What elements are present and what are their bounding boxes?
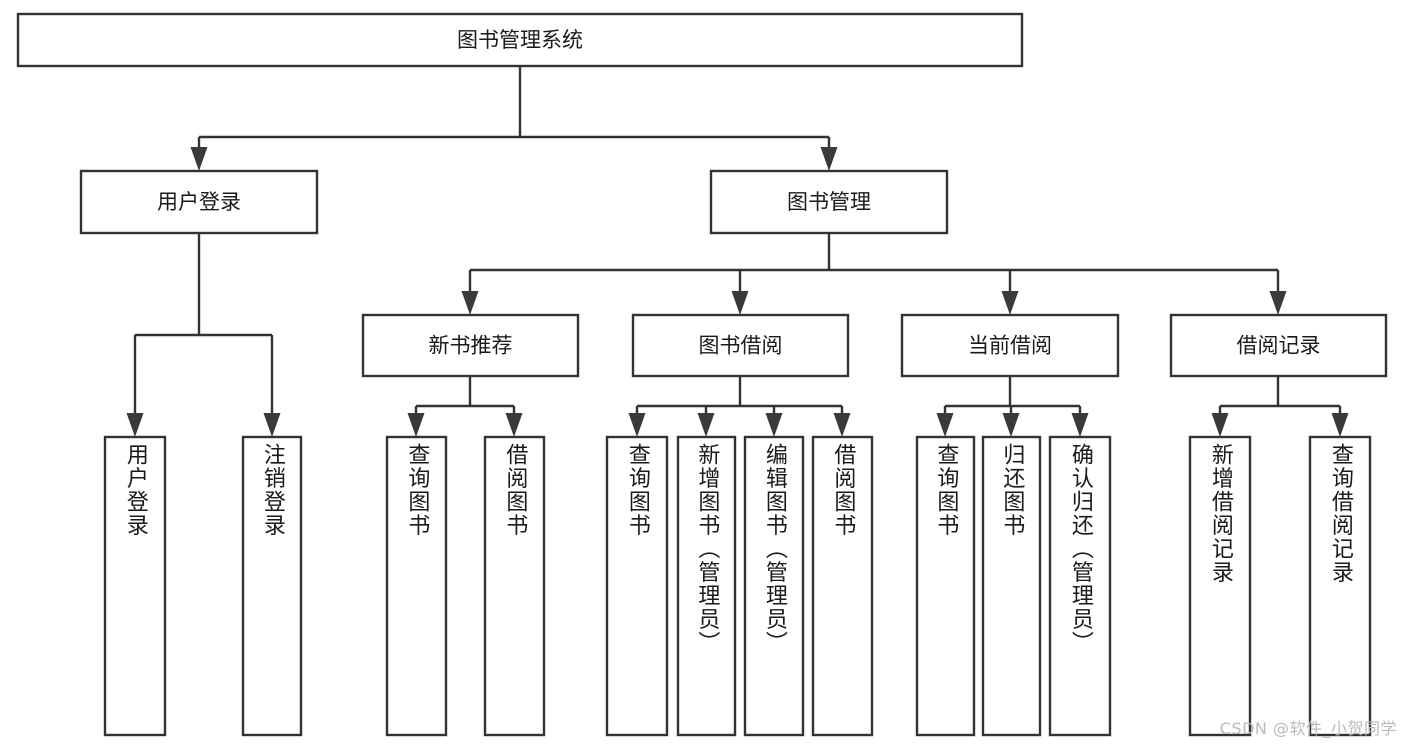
node-root-label: 图书管理系统 <box>457 28 583 52</box>
arrow-head-icon <box>697 413 715 437</box>
arrow-head-icon <box>263 413 281 437</box>
node-level3-box-3[interactable] <box>1169 313 1388 378</box>
arrow-head-icon <box>1002 413 1020 437</box>
node-leaf-box-0[interactable] <box>103 435 167 737</box>
node-leaf-box-1[interactable] <box>241 435 303 737</box>
arrow-head-icon <box>1331 413 1349 437</box>
node-level3-label-3: 借阅记录 <box>1237 334 1321 358</box>
node-level3-label-0: 新书推荐 <box>429 334 513 358</box>
node-leaf-box-9[interactable] <box>981 435 1042 737</box>
arrow-head-icon <box>628 413 646 437</box>
node-leaf-box-4[interactable] <box>605 435 669 737</box>
connector-layer <box>126 66 1349 437</box>
arrow-head-icon <box>1001 291 1019 315</box>
node-level2-label-0: 用户登录 <box>157 190 241 214</box>
node-leaf-box-10[interactable] <box>1048 435 1112 737</box>
watermark-text: CSDN @软件_小贺同学 <box>1219 719 1397 738</box>
arrow-head-icon <box>820 147 838 171</box>
node-leaf-box-11[interactable] <box>1188 435 1252 737</box>
node-leaf-box-2[interactable] <box>385 435 448 737</box>
node-level2-box-0[interactable] <box>79 169 319 235</box>
arrow-head-icon <box>1269 291 1287 315</box>
arrow-head-icon <box>765 413 783 437</box>
arrow-head-icon <box>833 413 851 437</box>
arrow-head-icon <box>505 413 523 437</box>
node-leaf-box-8[interactable] <box>915 435 976 737</box>
node-level2-label-1: 图书管理 <box>787 190 871 214</box>
arrow-head-icon <box>461 291 479 315</box>
node-leaf-box-12[interactable] <box>1308 435 1372 737</box>
node-leaf-box-7[interactable] <box>811 435 874 737</box>
node-level3-box-0[interactable] <box>361 313 580 378</box>
arrow-head-icon <box>1211 413 1229 437</box>
arrow-head-icon <box>190 147 208 171</box>
arrow-head-icon <box>1071 413 1089 437</box>
node-leaf-box-5[interactable] <box>676 435 737 737</box>
arrow-head-icon <box>407 413 425 437</box>
node-level3-label-2: 当前借阅 <box>968 334 1052 358</box>
arrow-head-icon <box>731 291 749 315</box>
node-leaf-box-3[interactable] <box>483 435 546 737</box>
node-level2-box-1[interactable] <box>709 169 949 235</box>
arrow-head-icon <box>126 413 144 437</box>
node-level3-label-1: 图书借阅 <box>699 334 783 358</box>
node-level3-box-2[interactable] <box>900 313 1120 378</box>
node-level3-box-1[interactable] <box>631 313 850 378</box>
arrow-head-icon <box>936 413 954 437</box>
node-root-box[interactable] <box>16 12 1024 68</box>
node-leaf-box-6[interactable] <box>743 435 805 737</box>
